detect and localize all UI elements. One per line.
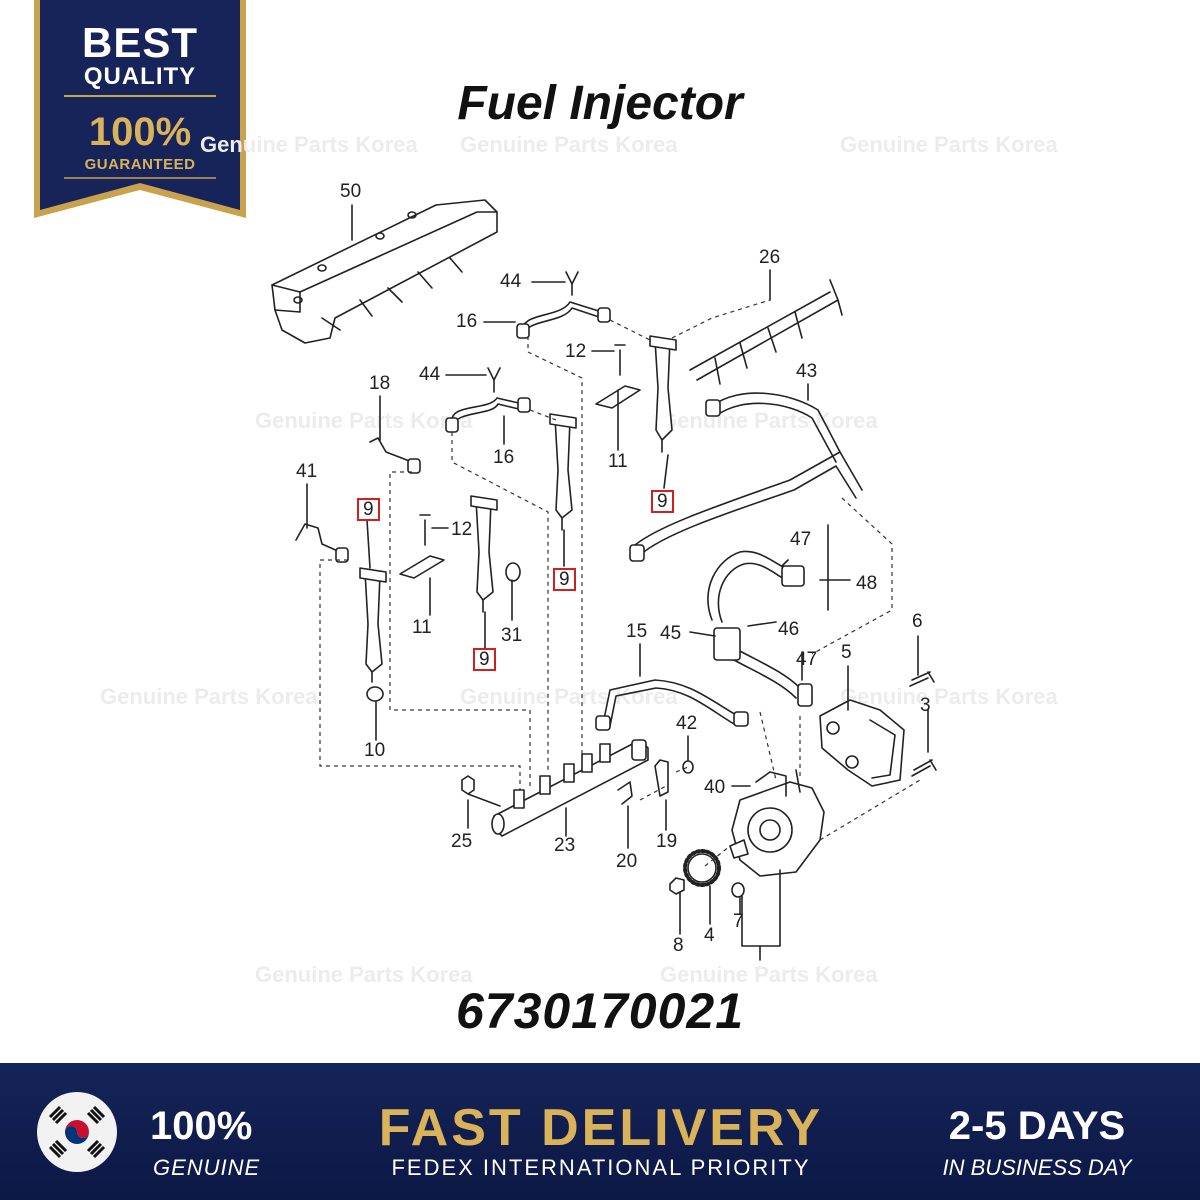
fuel-injector-part <box>649 335 677 453</box>
korea-flag-icon <box>37 1092 117 1172</box>
washer-part <box>682 760 694 774</box>
highlighted-callout-label: 9 <box>553 568 576 591</box>
callout-label: 7 <box>733 911 744 932</box>
o-ring-part <box>731 882 745 898</box>
gear-part <box>687 853 717 883</box>
callout-label: 12 <box>451 519 473 540</box>
genuine-percent: 100% <box>150 1104 253 1148</box>
fuel-pipe-part <box>634 451 863 546</box>
callout-label: 19 <box>656 831 678 852</box>
callout-label: 15 <box>626 621 648 642</box>
delivery-days: 2-5 DAYS <box>948 1104 1126 1148</box>
badge-best-text: BEST <box>81 19 198 66</box>
watermark-text: Genuine Parts Korea <box>660 408 878 433</box>
badge-quality-text: QUALITY <box>83 63 197 90</box>
fuel-pipe-part <box>295 523 341 553</box>
callout-label: 43 <box>796 361 818 382</box>
callout-label: 25 <box>451 831 473 852</box>
callout-label: 41 <box>296 461 318 482</box>
callout-label: 47 <box>796 649 818 670</box>
genuine-label: GENUINE <box>153 1155 261 1180</box>
bolt-part <box>911 759 937 777</box>
watermark-text: Genuine Parts Korea <box>460 684 678 709</box>
callout-label: 10 <box>364 740 386 761</box>
quality-badge: BEST QUALITY 100% GUARANTEED <box>34 0 246 218</box>
clamp-part <box>399 555 445 579</box>
watermark-text: Genuine Parts Korea <box>840 684 1058 709</box>
callout-label: 48 <box>856 573 878 594</box>
callout-label: 8 <box>673 935 684 956</box>
callout-label: 44 <box>419 364 441 385</box>
fuel-pipe-part <box>451 397 524 421</box>
fuel-injector-part <box>549 413 577 531</box>
callout-label: 16 <box>493 447 515 468</box>
watermark-text: Genuine Parts Korea <box>460 132 678 157</box>
badge-percent-text: 100% <box>88 110 192 154</box>
callout-label: 23 <box>554 835 576 856</box>
bolt-part <box>461 775 501 807</box>
callout-label: 11 <box>412 617 432 638</box>
highlighted-callout-label: 9 <box>473 648 496 671</box>
fuel-injector-part <box>359 567 387 683</box>
watermark-text: Genuine Parts Korea <box>255 962 473 987</box>
callout-label: 47 <box>790 529 812 550</box>
callout-label: 45 <box>660 623 682 644</box>
badge-guaranteed-text: GUARANTEED <box>84 156 196 173</box>
pump-bracket-part <box>819 699 905 787</box>
callout-label: 11 <box>608 451 628 472</box>
part-number: 6730170021 <box>455 983 745 1039</box>
watermark-text: Genuine Parts Korea <box>255 408 473 433</box>
fuel-pipe-part <box>602 679 739 725</box>
nut-part <box>669 877 685 895</box>
fuel-pipe-part <box>369 437 413 463</box>
callout-label: 5 <box>841 642 852 663</box>
clip-part <box>487 367 501 393</box>
watermark-text: Genuine Parts Korea <box>840 132 1058 157</box>
clip-part <box>617 781 633 805</box>
callout-label: 31 <box>501 625 523 646</box>
footer-bar <box>0 1063 1200 1200</box>
callout-label: 4 <box>704 925 715 946</box>
return-hose-part <box>689 279 843 381</box>
fuel-injector-part <box>470 495 498 613</box>
highlighted-callout-label: 9 <box>357 498 380 521</box>
callout-label: 20 <box>616 851 638 872</box>
callout-label: 26 <box>759 247 781 268</box>
washer-part <box>366 686 384 702</box>
page-title: Fuel Injector <box>457 77 743 130</box>
callout-label: 12 <box>565 341 587 362</box>
delivery-days-label: IN BUSINESS DAY <box>942 1155 1132 1180</box>
callout-label: 3 <box>920 695 931 716</box>
watermark-text: Genuine Parts Korea <box>100 684 318 709</box>
bolt-part <box>614 344 626 376</box>
callout-label: 42 <box>676 713 698 734</box>
common-rail-part <box>491 739 649 837</box>
clip-part <box>565 271 579 296</box>
engine-cover-part <box>271 199 498 344</box>
callout-label: 50 <box>340 181 362 202</box>
fuel-pump-part <box>729 769 825 877</box>
highlighted-callout-label: 9 <box>651 490 674 513</box>
callout-label: 6 <box>912 611 923 632</box>
callout-label: 40 <box>704 777 726 798</box>
bolt-part <box>419 514 431 546</box>
callout-label: 18 <box>369 373 391 394</box>
shipping-method: FEDEX INTERNATIONAL PRIORITY <box>391 1155 811 1180</box>
watermark-text: Genuine Parts Korea <box>660 962 878 987</box>
bolt-part <box>909 671 935 687</box>
fast-delivery-title: FAST DELIVERY <box>378 1099 824 1157</box>
washer-part <box>505 562 521 582</box>
badge-ribbon-shape <box>34 0 246 218</box>
watermark-text: Genuine Parts Korea <box>200 132 418 157</box>
hose-part <box>707 550 793 621</box>
callout-label: 16 <box>456 311 478 332</box>
callout-label: 44 <box>500 271 522 292</box>
callout-label: 46 <box>778 619 800 640</box>
